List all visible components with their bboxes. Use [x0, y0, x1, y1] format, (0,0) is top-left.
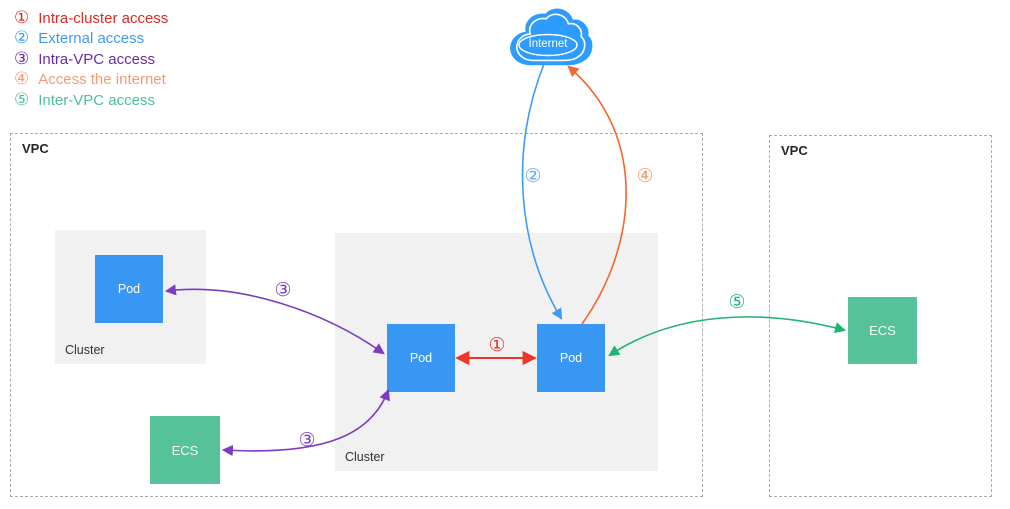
- arrow-label-2: ②: [524, 165, 542, 187]
- arrow-label-1: ①: [488, 334, 506, 356]
- cluster-left-label: Cluster: [65, 343, 105, 357]
- legend-item-external: ② External access: [14, 29, 168, 50]
- circled-4-icon: ④: [14, 69, 30, 90]
- circled-2-icon: ②: [14, 28, 30, 49]
- legend-label: External access: [38, 30, 145, 48]
- vpc-left-box: VPC: [10, 133, 703, 497]
- legend-item-access-internet: ④ Access the internet: [14, 70, 168, 91]
- legend-label: Intra-VPC access: [38, 50, 155, 68]
- internet-label: Internet: [528, 38, 568, 50]
- vpc-right-label: VPC: [781, 143, 808, 158]
- circled-1-icon: ①: [14, 7, 30, 28]
- cluster-center-label: Cluster: [345, 450, 385, 464]
- arrow-label-3-lower: ③: [298, 429, 316, 451]
- cloud-shape: [510, 8, 593, 66]
- pod-center-left: Pod: [387, 324, 455, 392]
- pod-left-cluster: Pod: [95, 255, 163, 323]
- circled-3-icon: ③: [14, 48, 30, 69]
- ecs-right: ECS: [848, 297, 917, 364]
- arrow-label-5: ⑤: [728, 291, 746, 313]
- arrow-label-3-upper: ③: [274, 279, 292, 301]
- legend-label: Inter-VPC access: [38, 91, 155, 109]
- legend-item-intra-cluster: ① Intra-cluster access: [14, 8, 168, 29]
- circled-5-icon: ⑤: [14, 89, 30, 110]
- legend-label: Intra-cluster access: [38, 9, 169, 27]
- vpc-right-box: VPC: [769, 135, 992, 497]
- arrow-label-4: ④: [636, 165, 654, 187]
- vpc-left-label: VPC: [22, 141, 49, 156]
- internet-cloud-icon: [510, 8, 593, 66]
- legend: ① Intra-cluster access ② External access…: [14, 8, 168, 111]
- legend-label: Access the internet: [38, 71, 166, 89]
- pod-center-right: Pod: [537, 324, 605, 392]
- legend-item-intra-vpc: ③ Intra-VPC access: [14, 49, 168, 70]
- ecs-left: ECS: [150, 416, 220, 484]
- legend-item-inter-vpc: ⑤ Inter-VPC access: [14, 90, 168, 111]
